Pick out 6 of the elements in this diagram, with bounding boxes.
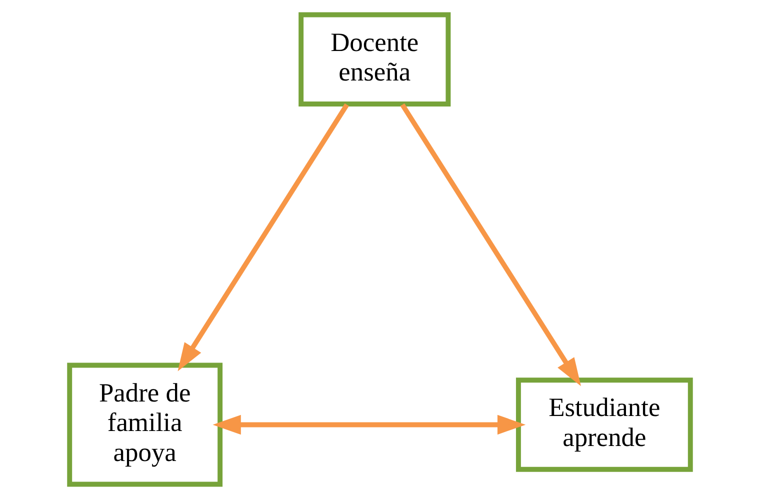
node-box: Docente enseña <box>298 12 450 106</box>
node-box: Padre de familia apoya <box>66 362 222 487</box>
node-box: Estudiante aprende <box>515 378 692 472</box>
arrow <box>177 103 348 372</box>
arrow <box>400 103 580 386</box>
arrow <box>212 414 526 435</box>
